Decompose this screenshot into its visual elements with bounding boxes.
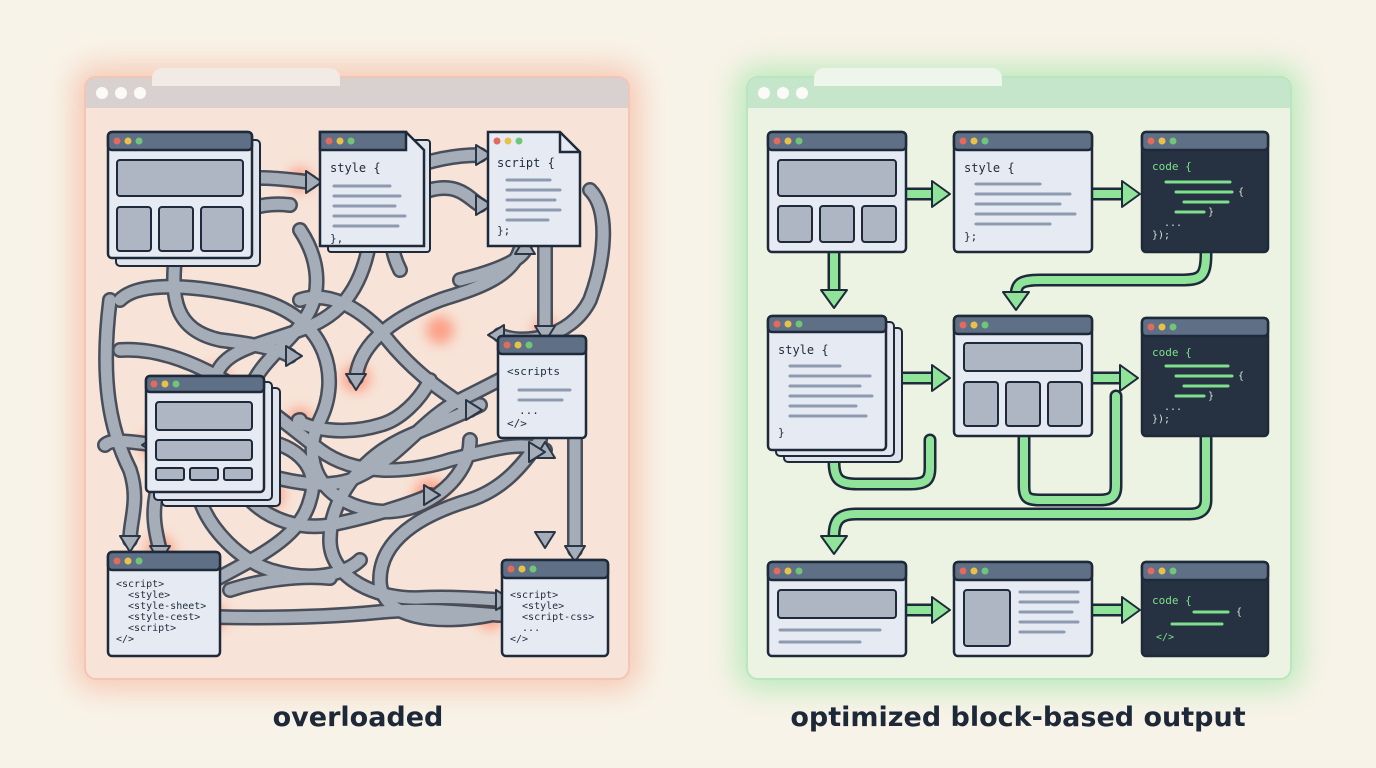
br-line-3: ... [510,623,540,634]
layout-window-middle-left [144,374,281,507]
layout-window-top-left [106,130,261,267]
r2-code-window: code { { } ... }); [1140,316,1270,438]
r1-code-header: code { [1152,160,1192,173]
panel-tab [814,68,1002,86]
r3-code-footer: </> [1156,632,1174,643]
style-file-footer: }, [330,232,343,245]
r1-code-footer: }); [1152,230,1170,241]
script-file-header: script { [497,156,555,170]
br-line-2: <script-css> [510,612,594,623]
window-dot-icon [777,87,789,99]
r1-code-ellipsis: ... [1164,218,1182,229]
bl-line-4: <script> [116,623,176,634]
scripts-line-0: <scripts [507,365,560,378]
r3-code-window: code { { </> [1140,560,1270,658]
r2-code-header: code { [1152,346,1192,359]
window-dot-icon [96,87,108,99]
scripts-window: <scripts ... </> [496,334,588,440]
window-dot-icon [758,87,770,99]
right-caption: optimized block-based output [790,702,1246,733]
r3-media-window [952,560,1094,658]
r2-layout-window [952,314,1094,438]
script-window-bottom-right: <script> <style> <script-css> ... </> [500,558,610,658]
r2-code-footer: }); [1152,414,1170,425]
panel-tab [152,68,340,86]
r3-layout-window [766,560,908,658]
br-line-0: <script> [510,590,558,601]
panel-titlebar [86,68,628,108]
green-flow-arrows [820,180,1213,624]
r2-code-ellipsis: ... [1164,402,1182,413]
window-dot-icon [115,87,127,99]
bl-line-3: <style-cest> [116,612,200,623]
r1-layout-window [766,130,908,254]
r2-style-footer: } [778,426,785,439]
script-file-footer: }; [497,224,510,237]
r1-style-header: style { [964,161,1015,175]
br-line-1: <style> [510,601,564,612]
style-file: style { }, [318,130,431,253]
r3-code-header: code { [1152,594,1192,607]
r3-code-brace: { [1236,607,1242,618]
scripts-line-1: ... [519,404,539,417]
r2-style-window: style { } [766,314,903,463]
scripts-line-2: </> [507,417,527,430]
bl-line-1: <style> [116,590,170,601]
script-window-bottom-left: <script> <style> <style-sheet> <style-ce… [106,550,222,658]
r2-style-header: style { [778,343,829,357]
window-dot-icon [134,87,146,99]
panel-titlebar [748,68,1290,108]
br-line-4: </> [510,634,528,645]
left-caption: overloaded [272,702,444,733]
script-file: script { }; [486,130,582,248]
bl-line-2: <style-sheet> [116,601,206,612]
bl-line-0: <script> [116,579,164,590]
r1-style-footer: }; [964,230,977,243]
bl-line-5: </> [116,634,134,645]
r1-style-window: style { }; [952,130,1094,254]
style-file-header: style { [330,161,381,175]
r1-code-brace-close: } [1208,207,1214,218]
r2-code-brace-open: { [1238,371,1244,382]
window-dot-icon [796,87,808,99]
r1-code-window: code { { } ... }); [1140,130,1270,254]
r2-code-brace-close: } [1208,391,1214,402]
r1-code-brace-open: { [1238,187,1244,198]
